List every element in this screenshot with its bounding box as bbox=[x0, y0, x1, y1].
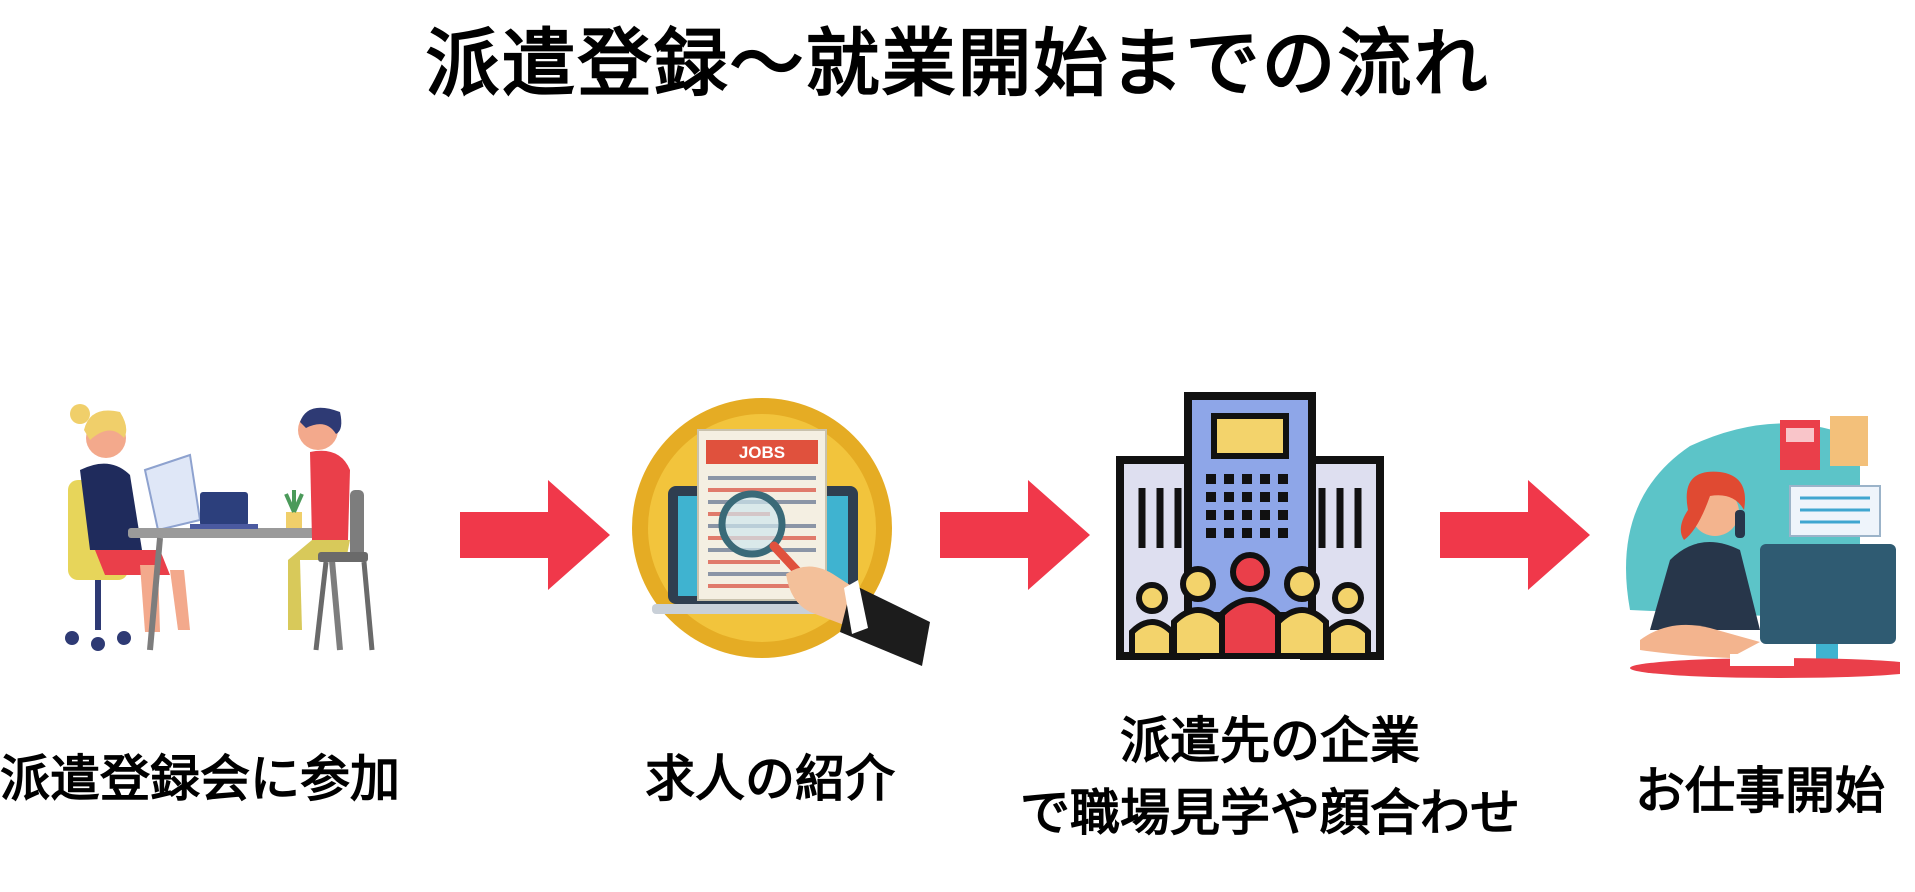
company-building-people-icon bbox=[1116, 392, 1384, 660]
step-label-job-introduction: 求人の紹介 bbox=[645, 750, 895, 808]
office-worker-icon bbox=[1626, 416, 1900, 678]
page-title: 派遣登録〜就業開始までの流れ bbox=[425, 21, 1490, 107]
registration-meeting-icon bbox=[65, 404, 375, 651]
step-label-registration: 派遣登録会に参加 bbox=[0, 750, 400, 808]
arrow-right-icon bbox=[940, 480, 1090, 590]
jobs-sign: JOBS bbox=[739, 443, 785, 462]
job-listing-search-icon: JOBS bbox=[632, 398, 930, 666]
step-label-work-start: お仕事開始 bbox=[1635, 762, 1885, 820]
arrow-right-icon bbox=[460, 480, 610, 590]
step-label-company-visit-line2: で職場見学や顔合わせ bbox=[1020, 784, 1520, 842]
arrow-right-icon bbox=[1440, 480, 1590, 590]
step-label-company-visit-line1: 派遣先の企業 bbox=[1120, 712, 1420, 770]
